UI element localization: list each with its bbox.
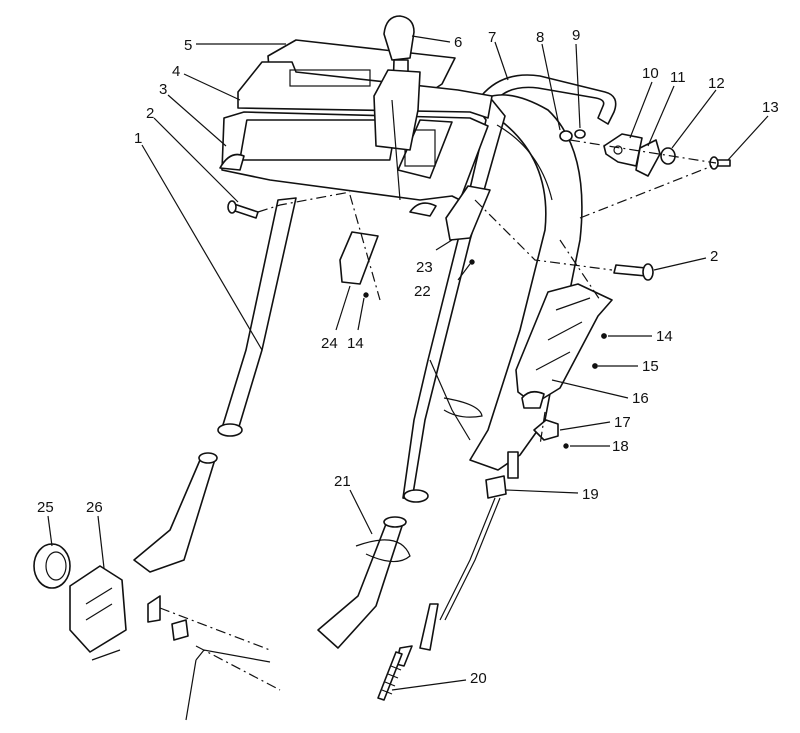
shift-lever <box>373 15 421 201</box>
callout-20: 20 <box>470 670 487 687</box>
callout-10: 10 <box>642 65 659 82</box>
block-26 <box>69 565 189 653</box>
callout-9: 9 <box>572 27 580 44</box>
callout-21: 21 <box>334 473 351 490</box>
callout-19: 19 <box>582 486 599 503</box>
callout-11: 11 <box>670 69 686 86</box>
callout-8: 8 <box>536 29 544 46</box>
callout-23: 23 <box>416 259 433 276</box>
small-hardware <box>559 129 676 177</box>
spring-20 <box>377 651 403 701</box>
callout-22: 22 <box>414 283 431 300</box>
callout-2-left: 2 <box>146 105 154 122</box>
cable-19 <box>395 451 519 667</box>
assembly-lines <box>91 139 717 721</box>
lower-handle-left <box>133 197 297 573</box>
callout-1: 1 <box>134 130 142 147</box>
callout-labels: 1 2 3 4 5 6 7 8 9 10 11 12 13 2 14 15 16… <box>37 27 779 687</box>
console-assembly <box>219 39 493 217</box>
callout-25: 25 <box>37 499 54 516</box>
callout-3: 3 <box>159 81 167 98</box>
callout-13: 13 <box>762 99 779 116</box>
control-bracket-16 <box>515 283 613 409</box>
pin-2-left <box>227 200 259 219</box>
callout-4: 4 <box>172 63 180 80</box>
callout-14-left: 14 <box>347 335 364 352</box>
callout-26: 26 <box>86 499 103 516</box>
callout-24: 24 <box>321 335 338 352</box>
pin-2-right <box>613 263 654 281</box>
callout-18: 18 <box>612 438 629 455</box>
callout-5: 5 <box>184 37 192 54</box>
callout-2-right: 2 <box>710 248 718 265</box>
callout-6: 6 <box>454 34 462 51</box>
leader-lines <box>47 35 769 691</box>
callout-17: 17 <box>614 414 631 431</box>
callout-7: 7 <box>488 29 496 46</box>
callout-15: 15 <box>642 358 659 375</box>
callout-16: 16 <box>632 390 649 407</box>
bracket-23 <box>445 185 491 265</box>
callout-12: 12 <box>708 75 725 92</box>
bracket-24 <box>339 231 379 298</box>
knob-25 <box>33 543 71 589</box>
lower-handle-right <box>317 397 483 649</box>
callout-14-right: 14 <box>656 328 673 345</box>
